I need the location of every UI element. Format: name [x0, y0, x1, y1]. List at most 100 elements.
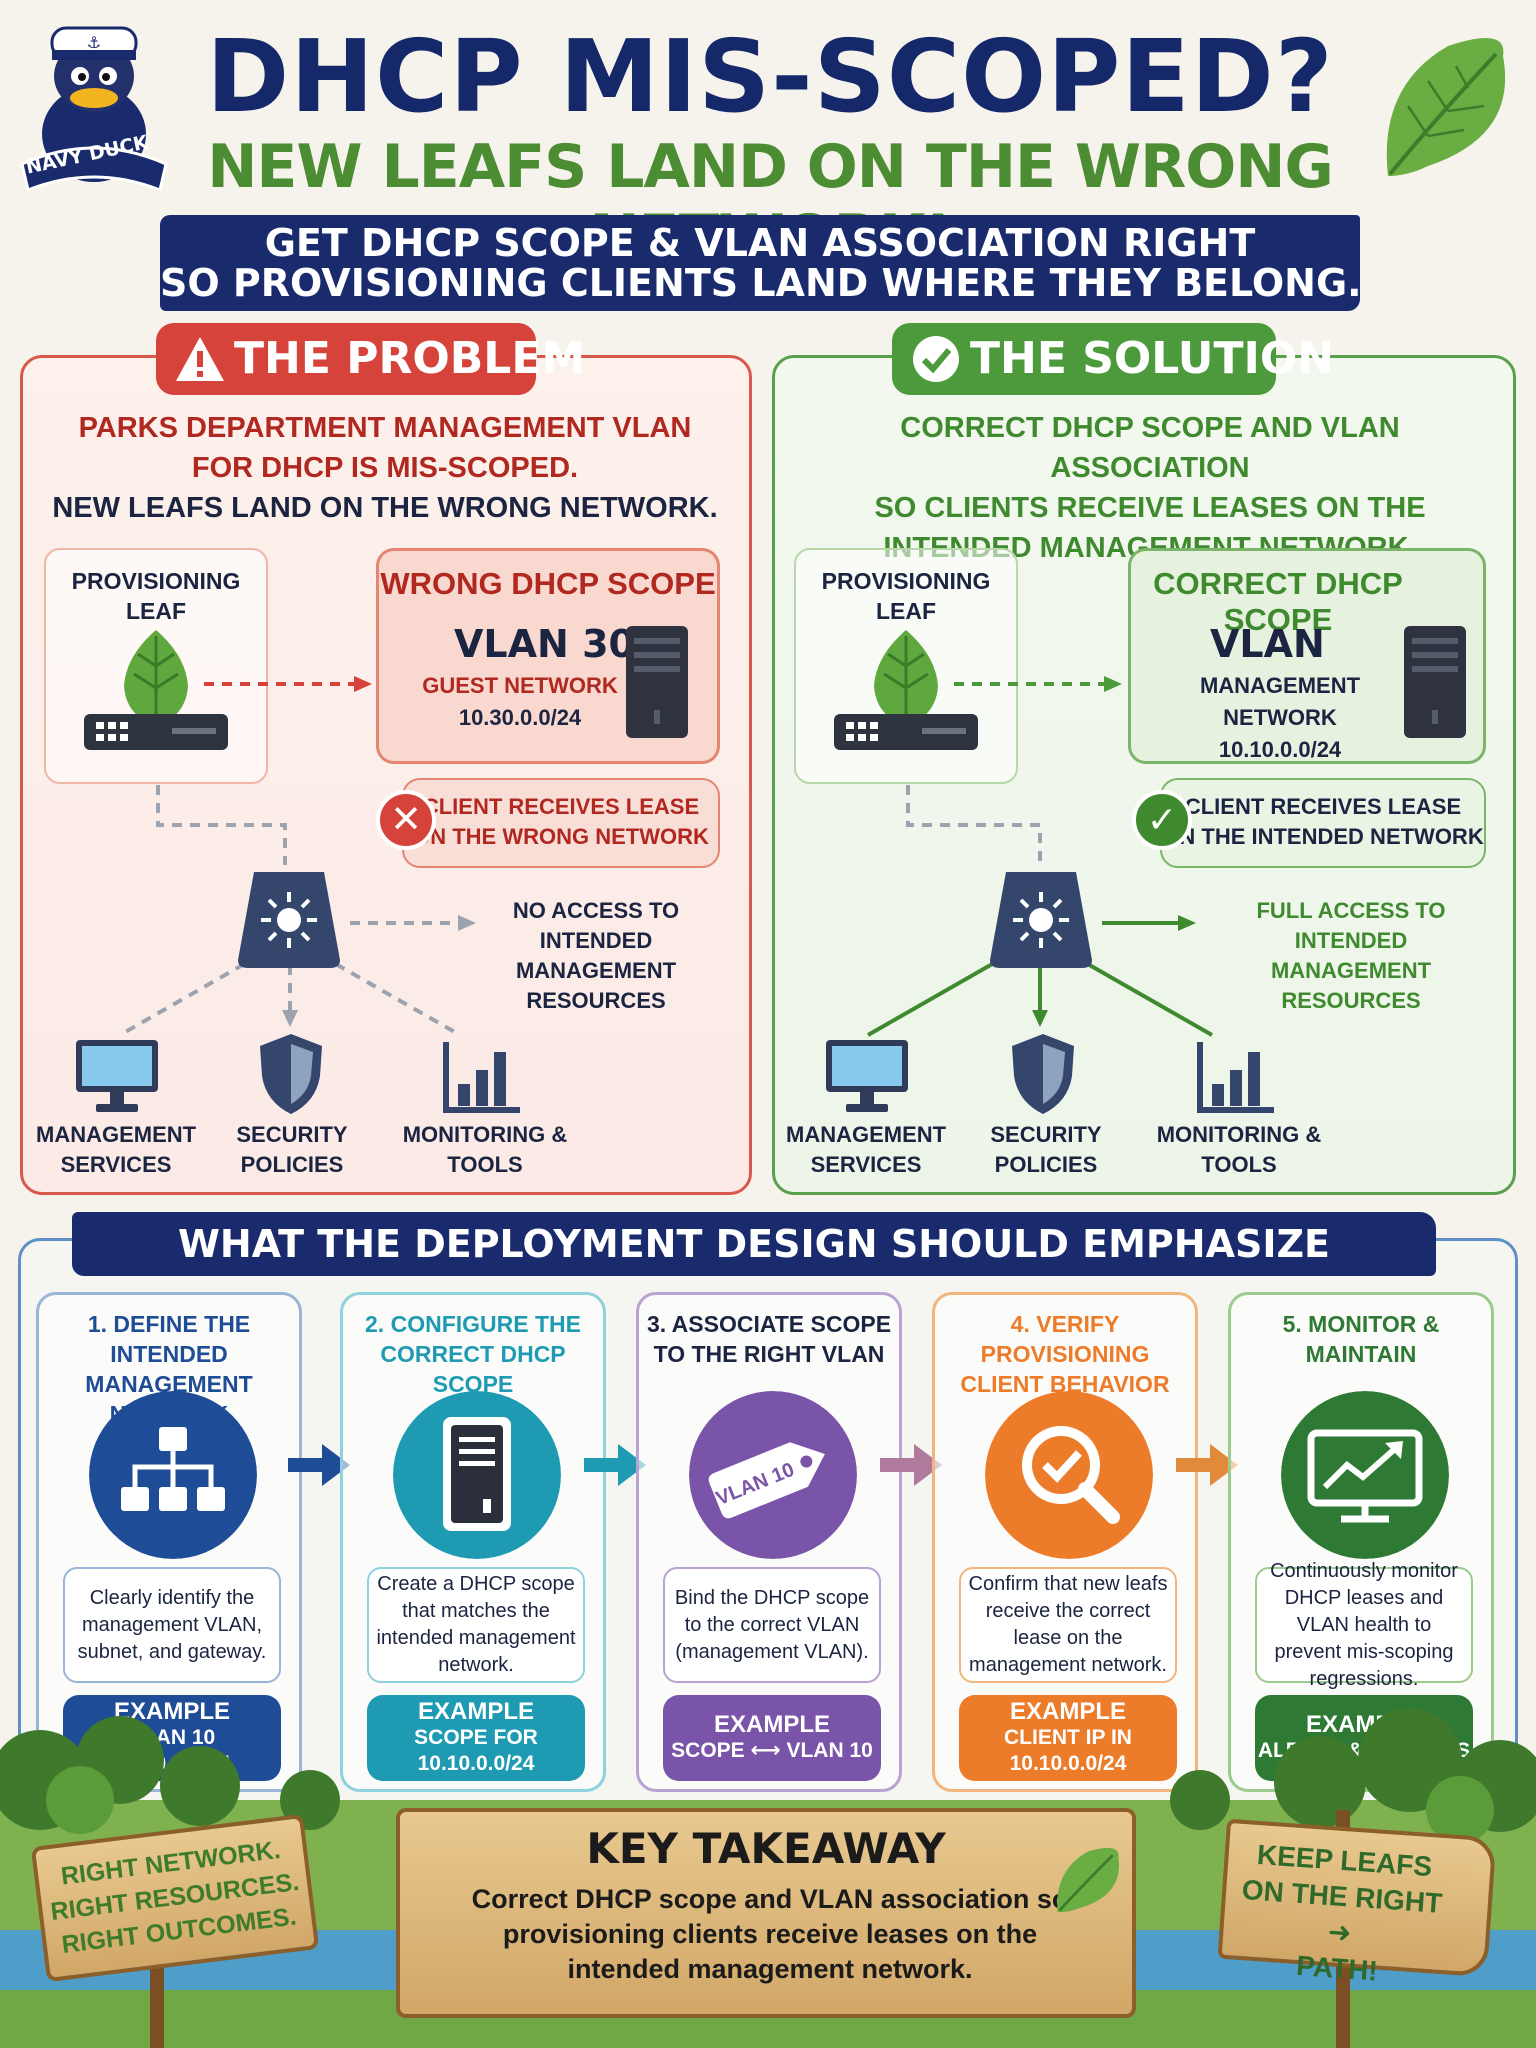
full-access-line-2: MANAGEMENT RESOURCES — [1270, 958, 1432, 1013]
page-title: DHCP MIS-SCOPED? — [206, 18, 1334, 135]
wrong-scope-subnet: 10.30.0.0/24 — [458, 705, 582, 730]
no-access-line-2: MANAGEMENT RESOURCES — [515, 958, 677, 1013]
banner-line-1: GET DHCP SCOPE & VLAN ASSOCIATION RIGHT — [264, 221, 1256, 265]
correct-scope-details: MANAGEMENT NETWORK 10.10.0.0/24 — [1160, 670, 1400, 766]
step-title-line-1: 4. VERIFY PROVISIONING — [980, 1311, 1150, 1367]
step-title-line-1: 5. MONITOR & MAINTAIN — [1282, 1311, 1440, 1367]
shield-icon — [1012, 1034, 1074, 1114]
example-head: EXAMPLE — [1009, 1698, 1126, 1725]
core-switch-icon — [990, 872, 1092, 968]
res3-line-2: TOOLS — [1201, 1152, 1277, 1177]
wrong-scope-title: WRONG DHCP SCOPE — [380, 566, 716, 601]
leaf-label-line-1: PROVISIONING — [821, 568, 991, 594]
navy-duck-mascot: ⚓ — [20, 26, 168, 193]
res2-line-1: SECURITY — [236, 1122, 348, 1147]
problem-lead-line-3: NEW LEAFS LAND ON THE WRONG NETWORK. — [52, 492, 718, 524]
leaf-label-line-2: LEAF — [125, 598, 187, 624]
solution-lead-line-2: SO CLIENTS RECEIVE LEASES ON THE — [874, 492, 1426, 524]
arrow-right-icon: ➜ — [1326, 1916, 1353, 1949]
res1-line-1: MANAGEMENT — [36, 1122, 197, 1147]
error-x-icon: ✕ — [376, 790, 436, 850]
res2-line-1: SECURITY — [990, 1122, 1102, 1147]
solution-lead-line-1: CORRECT DHCP SCOPE AND VLAN ASSOCIATION — [900, 412, 1400, 484]
problem-lead-line-1: PARKS DEPARTMENT MANAGEMENT VLAN — [78, 412, 692, 444]
problem-tag: THE PROBLEM — [156, 323, 585, 395]
step-example-badge: EXAMPLE SCOPE ⟷ VLAN 10 — [663, 1695, 881, 1781]
monitor-trend-icon — [1281, 1391, 1449, 1559]
step-arrow-icon — [1176, 1444, 1238, 1486]
problem-tag-label: THE PROBLEM — [234, 333, 586, 384]
wrong-scope-vlan: VLAN 30 — [454, 622, 635, 666]
correct-scope-title: CORRECT DHCP SCOPE — [1153, 566, 1403, 637]
step-description: Create a DHCP scope that matches the int… — [367, 1567, 585, 1683]
leaf-icon — [1386, 38, 1506, 176]
key-takeaway-title: KEY TAKEAWAY — [586, 1824, 946, 1873]
step-example-badge: EXAMPLE CLIENT IP IN 10.10.0.0/24 — [959, 1695, 1177, 1781]
warning-icon — [176, 337, 224, 381]
key-line-2: provisioning clients receive leases on t… — [502, 1919, 1038, 1949]
step-title-line-2: TO THE RIGHT VLAN — [653, 1341, 885, 1367]
problem-lead: PARKS DEPARTMENT MANAGEMENT VLAN FOR DHC… — [40, 408, 730, 488]
step-description: Clearly identify the management VLAN, su… — [63, 1567, 281, 1683]
step-title-line-1: 3. ASSOCIATE SCOPE — [646, 1311, 892, 1337]
correct-lease-card: CLIENT RECEIVES LEASE ON THE INTENDED NE… — [1160, 778, 1486, 868]
example-head: EXAMPLE — [713, 1711, 830, 1738]
resource-label-monitoring: MONITORING &TOOLS — [1154, 1120, 1324, 1180]
step-arrow-icon — [288, 1444, 350, 1486]
server-icon — [393, 1391, 561, 1559]
no-access-line-1: NO ACCESS TO INTENDED — [512, 898, 680, 953]
key-takeaway-sign: KEY TAKEAWAY Correct DHCP scope and VLAN… — [396, 1808, 1136, 2018]
solution-tag: THE SOLUTION — [892, 323, 1334, 395]
step-card-5: 5. MONITOR & MAINTAIN Continuously monit… — [1228, 1292, 1494, 1792]
step-arrow-icon — [584, 1444, 646, 1486]
step-example-badge: EXAMPLE SCOPE FOR 10.10.0.0/24 — [367, 1695, 585, 1781]
full-access-text: FULL ACCESS TO INTENDED MANAGEMENT RESOU… — [1206, 896, 1496, 1016]
left-sign-text: RIGHT NETWORK. RIGHT RESOURCES. RIGHT OU… — [37, 1830, 313, 1964]
example-line-2: 10.10.0.0/24 — [417, 1752, 535, 1775]
leaf-label-line-1: PROVISIONING — [71, 568, 241, 594]
resource-label-monitoring: MONITORING &TOOLS — [400, 1120, 570, 1180]
monitor-icon — [76, 1040, 158, 1112]
correct-scope-subnet: 10.10.0.0/24 — [1218, 737, 1342, 762]
shield-icon — [260, 1034, 322, 1114]
correct-scope-vlan: VLAN — [1210, 622, 1325, 666]
wrong-lease-line-1: CLIENT RECEIVES LEASE — [422, 794, 700, 819]
step-description: Confirm that new leafs receive the corre… — [959, 1567, 1177, 1683]
provisioning-leaf-label: PROVISIONING LEAF — [44, 566, 268, 626]
leaf-label-line-2: LEAF — [875, 598, 937, 624]
wrong-lease-line-2: ON THE WRONG NETWORK — [413, 824, 709, 849]
magnifier-check-icon — [985, 1391, 1153, 1559]
step-title: 2. CONFIGURE THE CORRECT DHCP SCOPE — [343, 1309, 603, 1399]
core-switch-icon — [238, 872, 340, 968]
dashed-arrow-to-scope — [204, 676, 372, 692]
step-card-4: 4. VERIFY PROVISIONING CLIENT BEHAVIOR C… — [932, 1292, 1198, 1792]
problem-lead-line-2: FOR DHCP IS MIS-SCOPED. — [191, 452, 579, 484]
right-sign-text: KEEP LEAFS ON THE RIGHT ➜ PATH! — [1226, 1835, 1456, 1994]
server-icon — [1404, 626, 1466, 738]
step-card-3: 3. ASSOCIATE SCOPE TO THE RIGHT VLAN VLA… — [636, 1292, 902, 1792]
checkmark-circle-icon — [913, 336, 959, 382]
leaf-icon — [1057, 1847, 1120, 1913]
svg-text:⚓: ⚓ — [87, 33, 101, 52]
resource-label-security: SECURITY POLICIES — [966, 1120, 1126, 1180]
step-title-line-1: 2. CONFIGURE THE — [365, 1311, 581, 1337]
correct-lease-line-1: CLIENT RECEIVES LEASE — [1184, 794, 1462, 819]
example-line-2: 10.10.0.0/24 — [1009, 1752, 1127, 1775]
solution-tag-label: THE SOLUTION — [970, 333, 1335, 384]
res2-line-2: POLICIES — [994, 1152, 1098, 1177]
server-icon — [626, 626, 688, 738]
leaf-switch-icon — [834, 630, 978, 750]
design-section-title: WHAT THE DEPLOYMENT DESIGN SHOULD EMPHAS… — [72, 1212, 1436, 1276]
full-access-line-1: FULL ACCESS TO INTENDED — [1256, 898, 1446, 953]
res3-line-1: MONITORING & — [402, 1122, 568, 1147]
bar-chart-icon — [1197, 1042, 1274, 1113]
step-description: Bind the DHCP scope to the correct VLAN … — [663, 1567, 881, 1683]
monitor-icon — [826, 1040, 908, 1112]
step-title: 5. MONITOR & MAINTAIN — [1231, 1309, 1491, 1369]
res1-line-1: MANAGEMENT — [786, 1122, 947, 1147]
example-line-1: CLIENT IP IN — [1004, 1726, 1132, 1749]
key-line-1: Correct DHCP scope and VLAN association … — [471, 1884, 1069, 1914]
dashed-arrow-to-scope — [954, 676, 1122, 692]
problem-connectors — [119, 785, 476, 1037]
